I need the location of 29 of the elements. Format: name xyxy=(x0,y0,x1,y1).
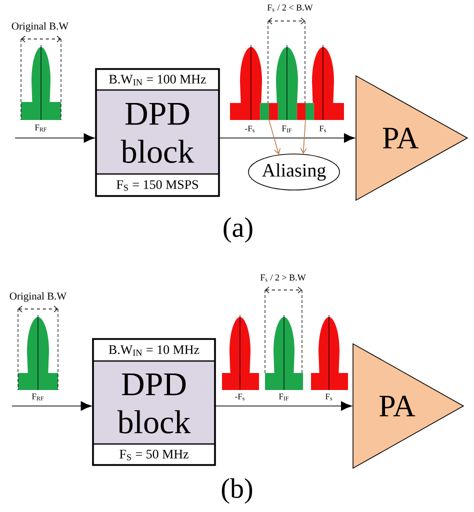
block-title: DPD block xyxy=(117,374,191,434)
bandwidth-label: F$_{s}$ / 2 < B.W xyxy=(267,4,313,12)
block-title: DPD block xyxy=(120,103,194,163)
header-band: B.W$_{IN}$ = 10 MHz xyxy=(93,339,215,362)
overlap-region xyxy=(296,102,314,120)
arrow xyxy=(300,120,307,154)
arrow xyxy=(218,133,355,143)
footer-band: F$_{S}$ = 50 MHz xyxy=(93,443,215,465)
panel-label: (a) xyxy=(224,217,252,243)
arrow xyxy=(214,401,352,411)
dpd-block xyxy=(95,68,220,197)
frequency-label: -F$_{s}$ xyxy=(235,394,244,400)
bandwidth-label: F$_{s}$ / 2 > B.W xyxy=(260,274,306,282)
arrow xyxy=(268,120,281,155)
frequency-label: F$_{IF}$ xyxy=(278,394,289,400)
amplifier-triangle: PA xyxy=(352,343,464,469)
panel-label: (b) xyxy=(222,478,252,504)
footer-band: F$_{S}$ = 150 MSPS xyxy=(96,173,219,196)
bandwidth-label: Original B.W xyxy=(10,292,67,302)
bandwidth-label: Original B.W xyxy=(12,22,69,32)
dpd-block xyxy=(92,338,216,466)
frequency-label: F$_{RF}$ xyxy=(32,394,44,400)
frequency-label: F$_{IF}$ xyxy=(282,126,292,132)
overlap-region xyxy=(260,102,278,120)
header-band: B.W$_{IN}$ = 100 MHz xyxy=(96,69,219,91)
arrow xyxy=(14,133,95,143)
frequency-label: F$_{RF}$ xyxy=(35,124,47,132)
amplifier-triangle: PA xyxy=(356,75,468,201)
arrow xyxy=(12,401,92,411)
